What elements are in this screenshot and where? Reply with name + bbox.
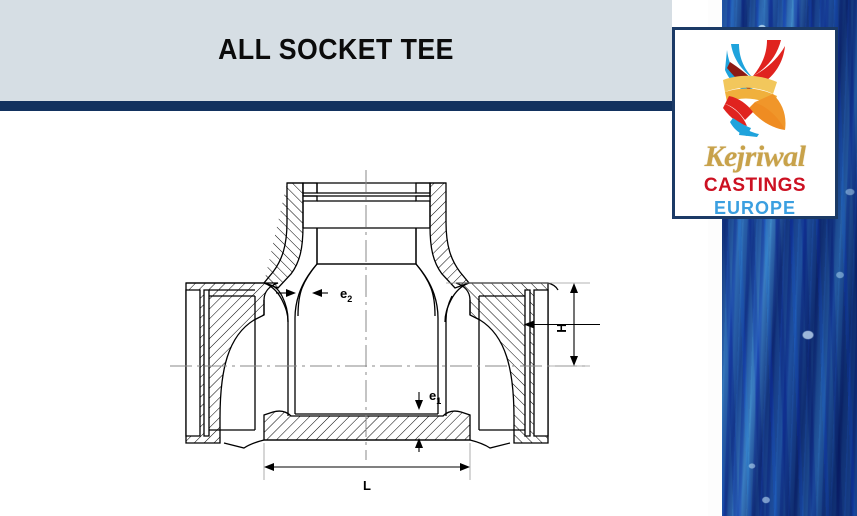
dimension-label-L: L: [363, 478, 371, 493]
dimension-label-e2-base: e: [340, 286, 347, 301]
dimension-label-e2-sub: 2: [347, 294, 352, 304]
logo-brand-europe: EUROPE: [713, 198, 797, 218]
dimension-label-e1-base: e: [429, 388, 436, 403]
dimension-e1: [415, 392, 423, 452]
page-title: ALL SOCKET TEE: [218, 34, 454, 66]
kejriwal-k-ribbon-mark-icon: [703, 34, 807, 143]
dimension-e2: [276, 289, 328, 297]
dimension-H: [570, 283, 578, 366]
dimension-label-e1-sub: 1: [436, 396, 441, 406]
company-logo-panel: Kejriwal CASTINGS EUROPE: [672, 27, 838, 219]
all-socket-tee-drawing: H L e2: [160, 160, 600, 495]
dimension-label-e1: e1: [429, 388, 441, 406]
logo-brand-script: Kejriwal: [704, 140, 806, 173]
centreline-group: [170, 170, 590, 460]
logo-brand-castings: CASTINGS: [703, 175, 807, 196]
dimension-L: [264, 463, 470, 471]
header-band: [0, 0, 672, 101]
header-accent-rule: [0, 101, 672, 111]
dimension-label-e2: e2: [340, 286, 352, 304]
dimension-label-H: H: [554, 323, 569, 332]
